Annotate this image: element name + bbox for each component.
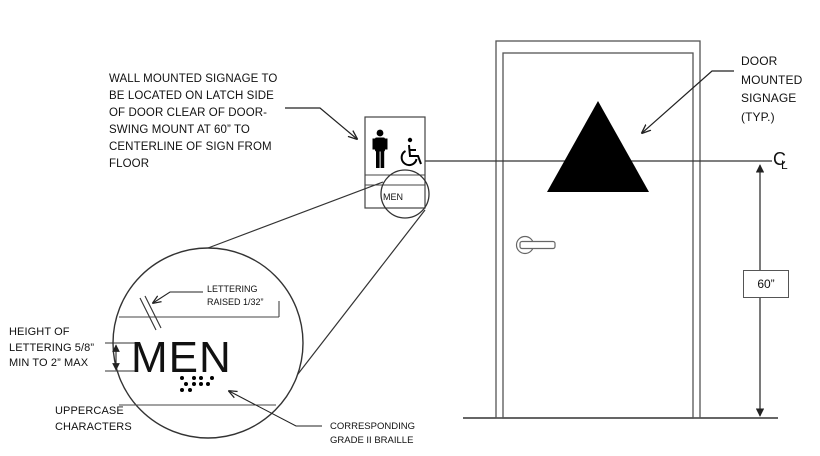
wall-sign-note: WALL MOUNTED SIGNAGE TO BE LOCATED ON LA… bbox=[109, 73, 278, 170]
braille-leader bbox=[229, 391, 322, 427]
centerline-symbol: CL bbox=[773, 149, 788, 172]
braille-note: CORRESPONDING GRADE II BRAILLE bbox=[330, 421, 415, 446]
door bbox=[495, 40, 701, 419]
door-handle bbox=[515, 235, 556, 255]
raised-lettering-mark-1 bbox=[139, 297, 157, 331]
braille-dots bbox=[180, 376, 214, 392]
lettering-height-note: HEIGHT OF LETTERING 5/8” MIN TO 2” MAX bbox=[9, 326, 95, 369]
detail-callout-small-circle bbox=[380, 169, 430, 219]
uppercase-note: UPPERCASE CHARACTERS bbox=[55, 405, 132, 433]
wheelchair-accessibility-icon bbox=[400, 137, 422, 167]
wall-sign-leader bbox=[285, 107, 357, 139]
lettering-raised-note: LETTERING RAISED 1/32” bbox=[207, 284, 264, 307]
wall-sign bbox=[364, 116, 426, 209]
door-sign-note: DOOR MOUNTED SIGNAGE (TYP.) bbox=[741, 54, 803, 124]
door-frame bbox=[495, 40, 701, 419]
raised-lettering-mark-2 bbox=[144, 295, 162, 329]
magnify-line-top bbox=[207, 181, 384, 249]
raised-lettering-leader bbox=[153, 291, 203, 303]
mount-height-label: 60” bbox=[743, 270, 789, 298]
door-leaf bbox=[502, 52, 694, 419]
wall-sign-text: MEN bbox=[383, 192, 403, 202]
magnify-line-bottom bbox=[290, 209, 426, 384]
man-pictogram-icon bbox=[372, 129, 388, 168]
enlarged-sign-text: MEN bbox=[131, 333, 232, 382]
door-mounted-triangle-sign bbox=[547, 101, 649, 192]
door-sign-leader bbox=[642, 70, 734, 133]
